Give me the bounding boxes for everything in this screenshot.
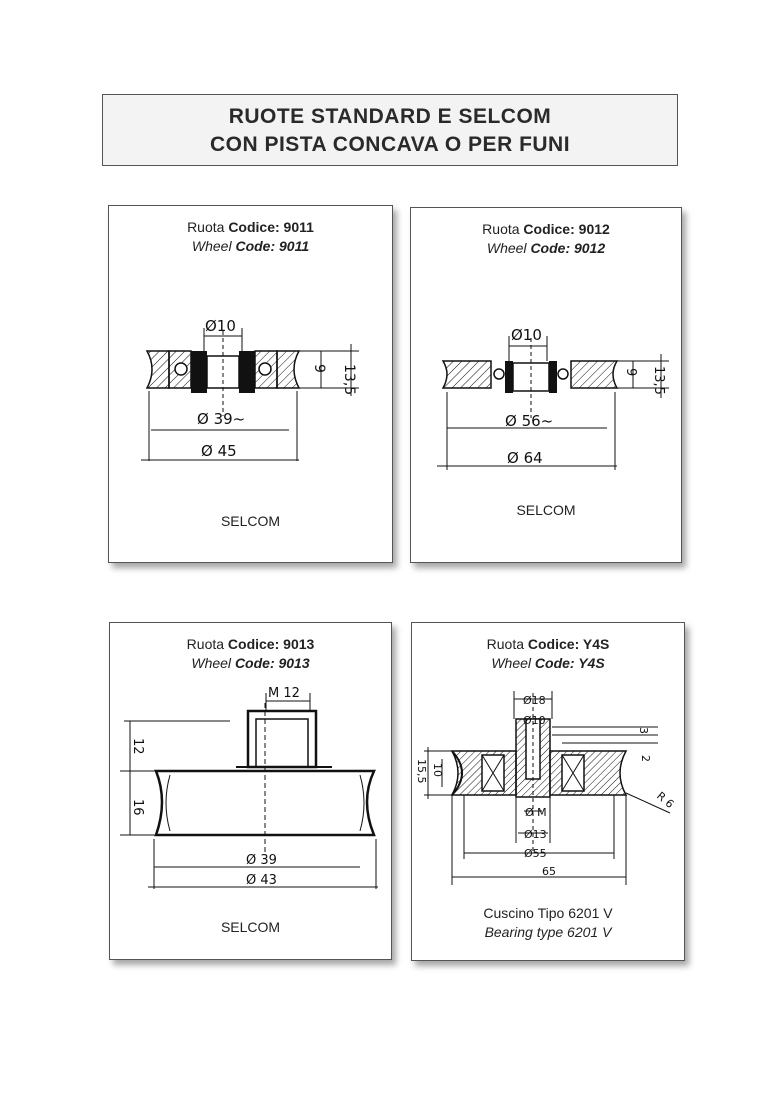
dim-10-h: 10	[431, 763, 444, 777]
card-header: Ruota Codice: 9011 Wheel Code: 9011	[109, 218, 392, 256]
outer-diameter-dim: Ø 64	[507, 449, 543, 467]
dim-13: Ø13	[524, 828, 547, 841]
inner-diameter-dim: Ø 39	[246, 853, 277, 868]
brand-label: SELCOM	[516, 502, 576, 518]
codice-value: 9012	[574, 221, 610, 237]
codice-label: Codice:	[527, 636, 580, 652]
wheel-code-value: Code: 9013	[234, 655, 310, 671]
dim-55: Ø55	[524, 847, 547, 860]
wheel-drawing-9011: Ø10 9 13,5 Ø 39~ Ø 45	[141, 317, 359, 461]
codice-label: Codice:	[228, 219, 280, 235]
dim-18: Ø18	[523, 694, 546, 707]
wheel-code-value: Code: 9012	[530, 240, 606, 256]
outer-diameter-dim: Ø 45	[201, 442, 237, 460]
wheel-card-y4s: Ruota Codice: Y4S Wheel Code: Y4S Ø18 Ø1…	[411, 622, 685, 961]
dim-m: Ø M	[525, 806, 547, 819]
wheel-drawing-y4s: Ø18 Ø10 3 2 R 6 15,5 10 Ø M Ø13 Ø55 65	[415, 691, 676, 885]
page-title-line-1: RUOTE STANDARD E SELCOM	[228, 105, 552, 128]
wheel-label: Wheel	[491, 655, 535, 671]
bore-dim: Ø10	[205, 317, 236, 335]
card-footer: SELCOM	[109, 512, 392, 531]
dim-15-5: 15,5	[415, 759, 428, 784]
wheel-code-value: Code: Y4S	[534, 655, 605, 671]
wheel-code-value: Code: 9011	[235, 238, 310, 254]
card-footer: SELCOM	[411, 501, 681, 520]
bearing-type-label-en: Bearing type 6201 V	[484, 924, 612, 940]
dim-10: Ø10	[523, 714, 546, 727]
wheel-card-9011: Ruota Codice: 9011 Wheel Code: 9011 Ø10 …	[108, 205, 393, 563]
codice-label: Codice:	[523, 221, 575, 237]
ruota-label: Ruota	[486, 636, 528, 652]
brand-label: SELCOM	[220, 919, 281, 935]
wheel-card-9013: Ruota Codice: 9013 Wheel Code: 9013 M 12…	[109, 622, 392, 960]
wheel-label: Wheel	[486, 240, 531, 256]
ruota-label: Ruota	[186, 636, 228, 652]
codice-value: 9013	[279, 636, 315, 652]
wheel-label: Wheel	[191, 655, 235, 671]
height-dim-2: 16	[130, 799, 145, 816]
codice-value: 9011	[279, 219, 314, 235]
height-dim-1: 12	[130, 738, 145, 755]
page-title-box: RUOTE STANDARD E SELCOM CON PISTA CONCAV…	[102, 94, 678, 166]
height-dim-1: 9	[623, 368, 638, 376]
page-title-line-2: CON PISTA CONCAVA O PER FUNI	[209, 133, 571, 156]
card-footer: SELCOM	[110, 918, 391, 937]
height-dim-2: 13,5	[341, 364, 357, 395]
wheel-card-9012: Ruota Codice: 9012 Wheel Code: 9012 Ø10 …	[410, 207, 682, 563]
codice-label: Codice:	[227, 636, 280, 652]
brand-label: SELCOM	[220, 513, 281, 529]
bearing-type-label: Cuscino Tipo 6201 V	[483, 905, 613, 921]
codice-value: Y4S	[579, 636, 610, 652]
inner-diameter-dim: Ø 39~	[197, 410, 245, 428]
height-dim-1: 9	[311, 364, 327, 373]
bore-dim: Ø10	[511, 326, 542, 344]
wheel-drawing-9013: M 12 12 16 Ø 39 Ø 43	[120, 686, 378, 889]
height-dim-2: 13,5	[651, 366, 666, 395]
card-header: Ruota Codice: 9012 Wheel Code: 9012	[411, 220, 681, 258]
dim-65: 65	[542, 865, 556, 878]
ruota-label: Ruota	[187, 219, 229, 235]
card-footer: Cuscino Tipo 6201 V Bearing type 6201 V	[412, 904, 684, 942]
wheel-label: Wheel	[191, 238, 236, 254]
card-header: Ruota Codice: Y4S Wheel Code: Y4S	[412, 635, 684, 673]
dim-3: 3	[637, 727, 650, 734]
outer-diameter-dim: Ø 43	[246, 873, 277, 888]
thread-dim: M 12	[268, 686, 300, 701]
ruota-label: Ruota	[482, 221, 524, 237]
card-header: Ruota Codice: 9013 Wheel Code: 9013	[110, 635, 391, 673]
inner-diameter-dim: Ø 56~	[505, 412, 553, 430]
dim-2: 2	[639, 755, 652, 762]
wheel-drawing-9012: Ø10 9 13,5 Ø 56~ Ø 64	[437, 326, 669, 470]
